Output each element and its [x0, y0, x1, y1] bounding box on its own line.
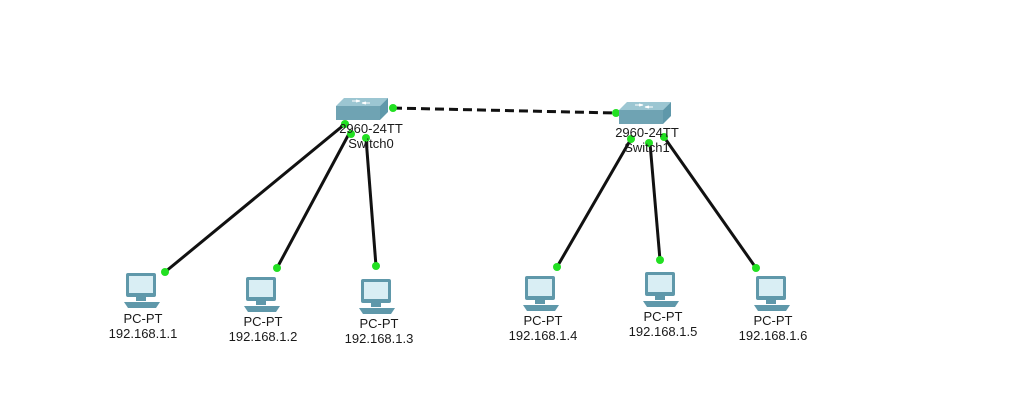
pc3[interactable]	[357, 277, 397, 320]
link-switch1-pc6[interactable]	[662, 136, 758, 269]
pc4-type: PC-PT	[523, 313, 563, 328]
port-indicator	[347, 130, 355, 138]
pc-icon	[124, 273, 160, 308]
link-switch1-pc4[interactable]	[555, 138, 633, 268]
port-indicator	[372, 262, 380, 270]
pc4-ip: 192.168.1.4	[508, 328, 578, 343]
port-indicator	[362, 134, 370, 142]
switch-icon	[619, 102, 671, 124]
switch0-label: 2960-24TT Switch0	[339, 121, 403, 151]
link-switch0-switch1[interactable]	[392, 106, 617, 115]
pc2-label: PC-PT 192.168.1.2	[229, 314, 298, 344]
link-switch0-pc3[interactable]	[364, 137, 378, 267]
pc-icon	[754, 276, 790, 311]
pc6-label: PC-PT 192.168.1.6	[739, 313, 808, 343]
link-switch0-pc2[interactable]	[275, 129, 353, 269]
pc1-type: PC-PT	[123, 311, 163, 326]
port-indicator	[656, 256, 664, 264]
switch1-model: 2960-24TT	[615, 125, 679, 140]
port-indicator	[612, 109, 620, 117]
pc2[interactable]	[242, 275, 282, 318]
pc5-label: PC-PT 192.168.1.5	[629, 309, 698, 339]
switch-icon	[336, 98, 388, 120]
pc-icon	[523, 276, 559, 311]
pc2-type: PC-PT	[243, 314, 283, 329]
pc-icon	[359, 279, 395, 314]
pc4-label: PC-PT 192.168.1.4	[509, 313, 578, 343]
port-indicator	[553, 263, 561, 271]
pc5[interactable]	[641, 270, 681, 313]
pc5-type: PC-PT	[643, 309, 683, 324]
pc-icon	[643, 272, 679, 307]
pc1-ip: 192.168.1.1	[108, 326, 178, 341]
switch0-name: Switch0	[348, 136, 394, 151]
link-switch1-pc5[interactable]	[648, 142, 662, 261]
pc1[interactable]	[122, 271, 162, 314]
pc3-ip: 192.168.1.3	[344, 331, 414, 346]
pc4[interactable]	[521, 274, 561, 317]
pc2-ip: 192.168.1.2	[228, 329, 298, 344]
pc-icon	[244, 277, 280, 312]
pc6[interactable]	[752, 274, 792, 317]
port-indicator	[341, 120, 349, 128]
port-indicator	[627, 135, 635, 143]
port-indicator	[273, 264, 281, 272]
pc3-type: PC-PT	[359, 316, 399, 331]
switch1[interactable]	[619, 100, 673, 133]
switch1-name: Switch1	[624, 140, 670, 155]
pc3-label: PC-PT 192.168.1.3	[345, 316, 414, 346]
port-indicator	[645, 139, 653, 147]
pc1-label: PC-PT 192.168.1.1	[109, 311, 178, 341]
pc6-type: PC-PT	[753, 313, 793, 328]
switch0[interactable]	[336, 96, 390, 129]
pc6-ip: 192.168.1.6	[738, 328, 808, 343]
pc5-ip: 192.168.1.5	[628, 324, 698, 339]
port-indicator	[660, 133, 668, 141]
port-indicator	[389, 104, 397, 112]
port-indicator	[161, 268, 169, 276]
port-indicator	[752, 264, 760, 272]
link-switch0-pc1[interactable]	[164, 122, 346, 274]
switch0-model: 2960-24TT	[339, 121, 403, 136]
switch1-label: 2960-24TT Switch1	[615, 125, 679, 155]
